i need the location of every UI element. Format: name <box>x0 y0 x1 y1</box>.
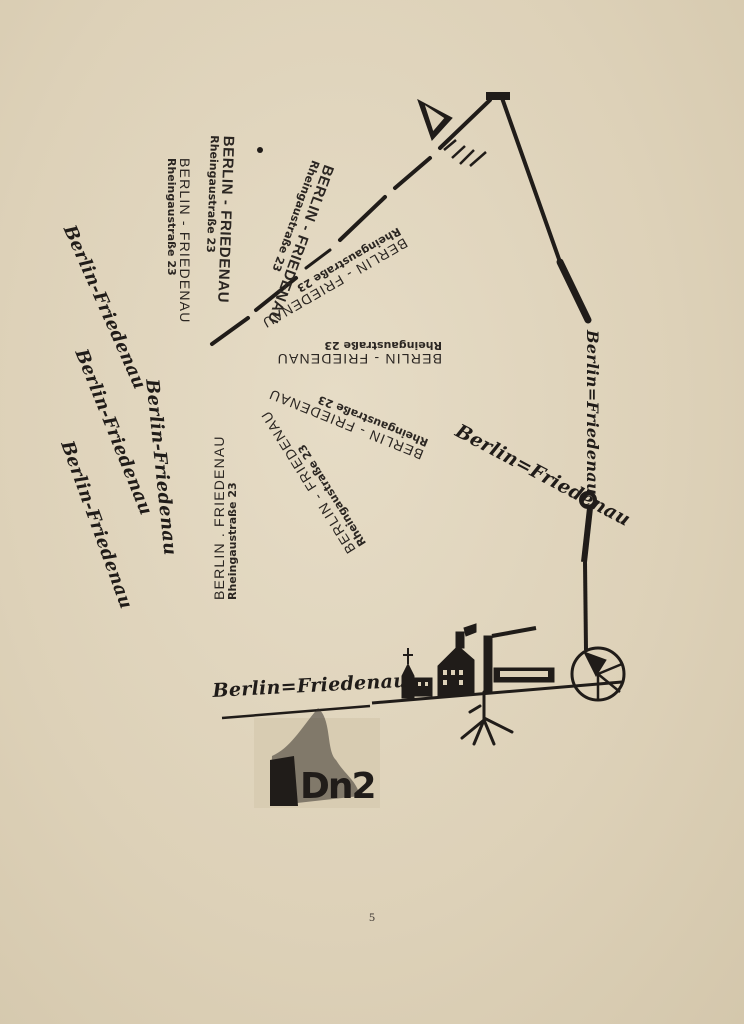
stamp-vertical-1: BERLIN - FRIEDENAU Rheingaustraße 23 <box>165 158 193 324</box>
church-icon <box>401 648 433 699</box>
wheel-icon <box>570 646 626 702</box>
stamp-name: BERLIN - FRIEDENAU <box>276 351 442 367</box>
house-icon <box>437 623 477 697</box>
pennant-icon <box>417 98 487 167</box>
ground-line <box>371 680 623 705</box>
fraktur-stamp-right-vertical: Berlin=Friedenau <box>583 330 602 495</box>
roof-apex <box>486 92 510 100</box>
roof-line-left <box>210 98 492 346</box>
factory-icon <box>483 626 555 693</box>
printed-image-block <box>221 704 380 808</box>
signature-mark: Dn2 <box>300 766 377 807</box>
stamp-address: Rheingaustraße 23 <box>225 482 239 600</box>
right-wall <box>579 491 597 651</box>
roof-line-right <box>500 96 592 324</box>
stamp-upside-down: BERLIN - FRIEDENAU Rheingaustraße 23 <box>276 339 442 367</box>
roots-icon <box>460 690 514 746</box>
stamp-address: Rheingaustraße 23 <box>324 339 442 353</box>
dot-mark <box>257 147 263 153</box>
stamp-name: BERLIN . FRIEDENAU <box>211 435 227 600</box>
stamp-name: BERLIN - FRIEDENAU <box>177 158 193 324</box>
stamp-vertical-3: BERLIN . FRIEDENAU Rheingaustraße 23 <box>211 435 239 600</box>
stamp-address: Rheingaustraße 23 <box>165 158 179 276</box>
page-number: 5 <box>369 910 375 924</box>
stamp-vertical-2: BERLIN - FRIEDENAU Rheingaustraße 23 <box>203 135 237 303</box>
